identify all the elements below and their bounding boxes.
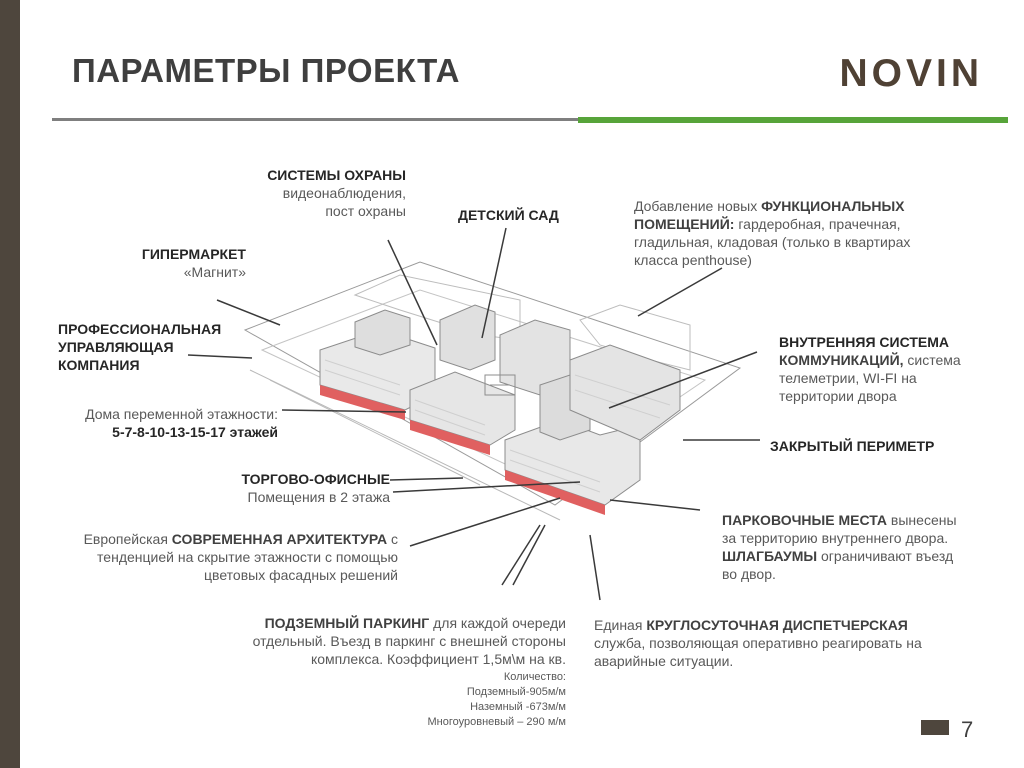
parking-line2: за территорию внутреннего двора.: [722, 530, 949, 546]
dispatch-bold: КРУГЛОСУТОЧНАЯ ДИСПЕТЧЕРСКАЯ: [646, 617, 908, 633]
functional-line3: гладильная, кладовая (только в квартирах: [634, 234, 911, 250]
novin-logo: NOVIN: [839, 52, 983, 95]
architecture-label: Европейская СОВРЕМЕННАЯ АРХИТЕКТУРА с те…: [60, 530, 398, 584]
management-line1: ПРОФЕССИОНАЛЬНАЯ: [58, 321, 222, 337]
underground-rest1: для каждой очереди: [429, 615, 566, 631]
management-line2: УПРАВЛЯЮЩАЯ: [58, 339, 174, 355]
functional-rest1: гардеробная, прачечная,: [734, 216, 901, 232]
parking-rest3: ограничивают въезд: [817, 548, 954, 564]
dispatch-pre: Единая: [594, 617, 647, 633]
parking-bold1: ПАРКОВОЧНЫЕ МЕСТА: [722, 512, 888, 528]
hypermarket-title: ГИПЕРМАРКЕТ: [141, 246, 246, 262]
header-rule-green: [578, 117, 1008, 123]
parking-rest1: вынесены: [887, 512, 957, 528]
underground-bold: ПОДЗЕМНЫЙ ПАРКИНГ: [264, 615, 430, 631]
trade-label: ТОРГОВО-ОФИСНЫЕ Помещения в 2 этажа: [200, 470, 390, 506]
internal-comm-bold2: КОММУНИКАЦИЙ,: [779, 352, 904, 368]
dispatch-line2: служба, позволяющая оперативно реагирова…: [594, 635, 922, 651]
hypermarket-sub: «Магнит»: [183, 264, 246, 280]
quantity-line3: Наземный -673м/м: [470, 701, 566, 713]
internal-comm-line4: территории двора: [779, 388, 897, 404]
internal-comm-label: ВНУТРЕННЯЯ СИСТЕМА КОММУНИКАЦИЙ, система…: [779, 333, 989, 405]
trade-title: ТОРГОВО-ОФИСНЫЕ: [241, 471, 390, 487]
functional-rooms-label: Добавление новых ФУНКЦИОНАЛЬНЫХ ПОМЕЩЕНИ…: [634, 197, 934, 269]
quantity-line4: Многоуровневый – 290 м/м: [427, 716, 566, 728]
hypermarket-label: ГИПЕРМАРКЕТ «Магнит»: [100, 245, 246, 281]
architecture-line2: тенденцией на скрытие этажности с помощь…: [97, 549, 398, 565]
underground-line3: комплекса. Коэффициент 1,5м\м на кв.: [310, 651, 566, 667]
page-number: 7: [961, 717, 974, 742]
architecture-bold: СОВРЕМЕННАЯ АРХИТЕКТУРА: [171, 531, 388, 547]
underground-parking-label: ПОДЗЕМНЫЙ ПАРКИНГ для каждой очереди отд…: [220, 614, 566, 668]
trade-sub: Помещения в 2 этажа: [247, 489, 390, 505]
internal-comm-rest2: система: [903, 352, 961, 368]
security-label: СИСТЕМЫ ОХРАНЫ видеонаблюдения, пост охр…: [220, 166, 406, 220]
perimeter-label: ЗАКРЫТЫЙ ПЕРИМЕТР: [770, 438, 935, 454]
quantity-line1: Количество:: [503, 671, 566, 683]
functional-bold1: ФУНКЦИОНАЛЬНЫХ: [761, 198, 905, 214]
quantity-line2: Подземный-905м/м: [466, 686, 566, 698]
floors-line1: Дома переменной этажности:: [85, 406, 278, 422]
left-accent-bar: [0, 0, 20, 768]
underground-line2: отдельный. Въезд в паркинг с внешней сто…: [252, 633, 566, 649]
dispatch-label: Единая КРУГЛОСУТОЧНАЯ ДИСПЕТЧЕРСКАЯ служ…: [594, 616, 934, 670]
functional-bold2: ПОМЕЩЕНИЙ:: [634, 216, 735, 232]
architecture-pre: Европейская: [83, 531, 172, 547]
management-label: ПРОФЕССИОНАЛЬНАЯ УПРАВЛЯЮЩАЯ КОМПАНИЯ: [58, 320, 221, 374]
architecture-line3: цветовых фасадных решений: [204, 567, 398, 583]
page-title: ПАРАМЕТРЫ ПРОЕКТА: [72, 52, 460, 89]
management-line3: КОМПАНИЯ: [58, 357, 140, 373]
internal-comm-line3: телеметрии, WI-FI на: [779, 370, 917, 386]
architecture-post: с: [387, 531, 398, 547]
parking-line4: во двор.: [722, 566, 776, 582]
functional-line4: класса penthouse): [634, 252, 752, 268]
security-line1: видеонаблюдения,: [282, 185, 406, 201]
security-line2: пост охраны: [325, 203, 406, 219]
dispatch-line3: аварийные ситуации.: [594, 653, 734, 669]
page-number-marker: [921, 720, 949, 735]
header-rule-gray: [52, 118, 582, 121]
parking-bold3: ШЛАГБАУМЫ: [722, 548, 818, 564]
floors-label: Дома переменной этажности: 5-7-8-10-13-1…: [60, 405, 278, 441]
functional-pre: Добавление новых: [634, 198, 762, 214]
parking-places-label: ПАРКОВОЧНЫЕ МЕСТА вынесены за территорию…: [722, 511, 972, 583]
internal-comm-line1: ВНУТРЕННЯЯ СИСТЕМА: [779, 334, 949, 350]
floors-line2: 5-7-8-10-13-15-17 этажей: [112, 424, 278, 440]
parking-quantity-label: Количество: Подземный-905м/м Наземный -6…: [400, 670, 566, 730]
kindergarten-label: ДЕТСКИЙ САД: [458, 207, 559, 223]
security-title: СИСТЕМЫ ОХРАНЫ: [267, 167, 406, 183]
